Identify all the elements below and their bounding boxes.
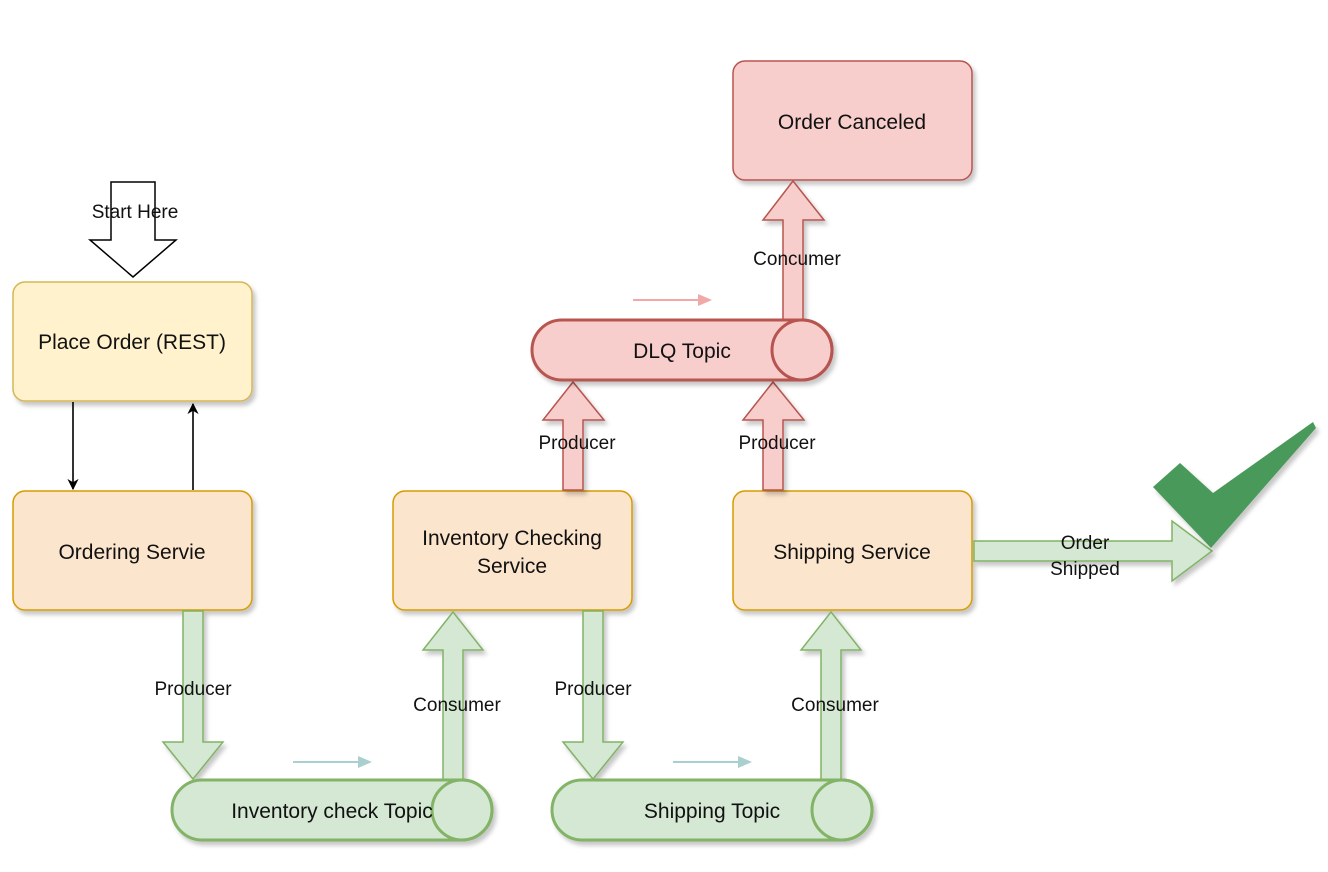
inventory-service-label-line2: Service [477,555,547,578]
producer-arrow-ordering [161,610,225,781]
producer-arrow-inventory [561,610,625,781]
consumer-arrow-shipping [799,610,863,781]
consumer-arrow-inventory [421,610,485,781]
producer-arrow-shipping-dlq [741,380,806,491]
shipping-topic-label: Shipping Topic [644,800,780,823]
start-here-label: Start Here [92,202,179,223]
dlq-topic[interactable]: DLQ Topic [530,318,834,382]
order-shipped-label-line1: Order [1061,533,1110,554]
consumer-label-shipping: Consumer [791,695,879,716]
order-shipped-label-line2: Shipped [1050,559,1120,580]
producer-arrow-inventory-dlq [541,380,606,491]
inventory-topic-flow-arrow [293,756,372,768]
place-order-label: Place Order (REST) [38,331,226,354]
ordering-service-node[interactable]: Ordering Servie [12,490,253,611]
place-order-node[interactable]: Place Order (REST) [12,281,253,402]
ordering-service-label: Ordering Servie [58,541,205,564]
checkmark-icon [1153,422,1316,548]
inventory-check-topic[interactable]: Inventory check Topic [170,778,494,842]
consumer-arrow-dlq [761,179,826,321]
inventory-check-topic-label: Inventory check Topic [231,800,433,823]
shipping-service-label: Shipping Service [773,541,931,564]
shipping-service-node[interactable]: Shipping Service [732,490,973,611]
inventory-service-label-line1: Inventory Checking [422,527,602,550]
order-canceled-label: Order Canceled [778,111,926,134]
producer-label-inventory-dlq: Producer [538,433,616,454]
producer-label-shipping-dlq: Producer [738,433,816,454]
producer-label-ordering: Producer [154,679,232,700]
consumer-label-dlq: Concumer [753,249,841,270]
consumer-label-inventory: Consumer [413,695,501,716]
start-here-arrow [87,181,179,278]
dlq-topic-flow-arrow [633,294,712,306]
order-shipped-arrow [973,519,1214,583]
shipping-topic[interactable]: Shipping Topic [550,778,874,842]
inventory-checking-service-node[interactable]: Inventory Checking Service [392,490,633,611]
dlq-topic-label: DLQ Topic [633,340,731,363]
shipping-topic-flow-arrow [673,756,752,768]
order-canceled-node[interactable]: Order Canceled [732,60,973,181]
producer-label-inventory: Producer [554,679,632,700]
